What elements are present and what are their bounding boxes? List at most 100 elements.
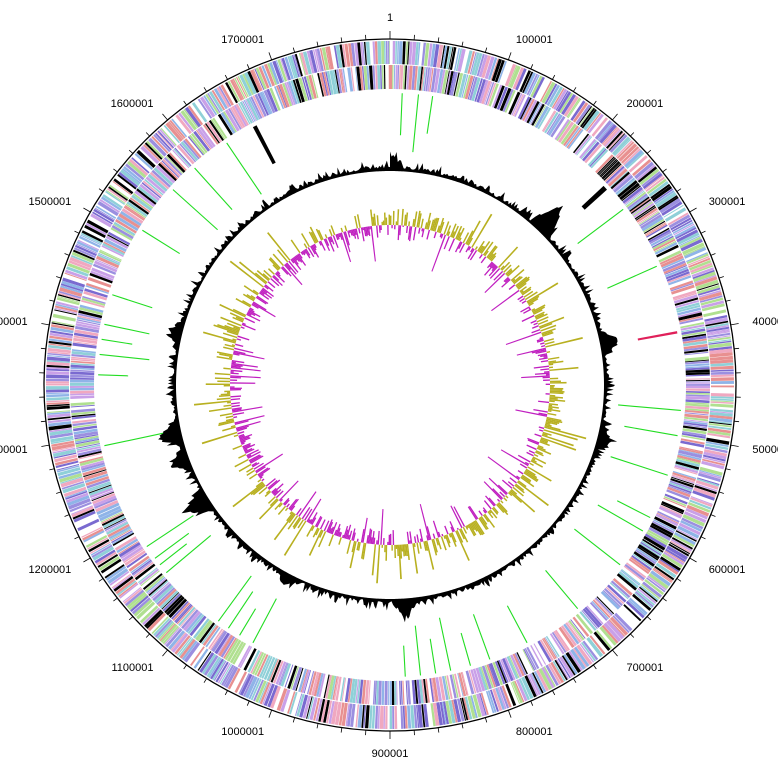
cds-gene bbox=[258, 66, 270, 89]
gc-skew-negative-bar bbox=[323, 520, 330, 532]
cds-gene bbox=[130, 595, 149, 613]
cds-gene bbox=[669, 542, 691, 555]
minor-tick bbox=[734, 347, 740, 350]
cds-gene bbox=[512, 67, 525, 90]
gc-skew-negative-bar bbox=[387, 541, 389, 545]
cds-gene bbox=[199, 126, 216, 148]
cds-gene bbox=[685, 378, 710, 380]
gc-skew-positive-bar bbox=[284, 507, 289, 512]
cds-gene bbox=[380, 65, 382, 90]
cds-gene bbox=[599, 626, 617, 646]
cds-gene bbox=[377, 65, 381, 90]
cds-gene bbox=[530, 103, 543, 125]
cds-gene bbox=[47, 411, 71, 416]
cds-gene bbox=[239, 74, 252, 97]
gc-skew-positive-bar bbox=[492, 506, 499, 514]
cds-gene bbox=[651, 235, 674, 249]
cds-gene bbox=[708, 340, 732, 345]
cds-gene bbox=[510, 654, 523, 678]
cds-gene bbox=[58, 470, 82, 480]
cds-gene bbox=[675, 530, 697, 542]
cds-gene bbox=[475, 667, 486, 692]
gc-skew-negative-bar bbox=[233, 351, 265, 360]
cds-gene bbox=[671, 284, 695, 295]
cds-gene bbox=[93, 495, 117, 507]
cds-gene bbox=[134, 190, 156, 208]
cds-gene bbox=[71, 413, 96, 418]
cds-gene bbox=[674, 531, 696, 546]
gc-skew-positive-bar bbox=[548, 360, 557, 363]
gc-skew-negative-bar bbox=[297, 253, 307, 266]
gc-skew-positive-bar bbox=[202, 331, 237, 343]
cds-gene bbox=[637, 210, 659, 224]
cds-gene bbox=[436, 702, 443, 726]
minor-tick bbox=[700, 536, 706, 540]
cds-gene bbox=[149, 171, 170, 190]
cds-gene bbox=[549, 86, 563, 108]
cds-gene bbox=[206, 121, 223, 143]
cds-gene bbox=[298, 52, 306, 76]
cds-gene bbox=[136, 601, 156, 620]
major-tick bbox=[83, 557, 91, 563]
cds-gene bbox=[81, 297, 106, 306]
cds-gene bbox=[195, 129, 212, 150]
cds-gene bbox=[678, 450, 703, 459]
gc-skew-positive-bar bbox=[274, 502, 282, 510]
cds-gene bbox=[648, 229, 671, 243]
cds-gene bbox=[580, 140, 598, 160]
cds-gene bbox=[455, 72, 464, 97]
gc-skew-negative-bar bbox=[267, 480, 278, 489]
cds-gene bbox=[608, 619, 626, 637]
cds-gene bbox=[682, 335, 707, 342]
cds-gene bbox=[598, 157, 616, 176]
gc-skew-negative-bar bbox=[409, 531, 413, 544]
gc-skew-positive-bar bbox=[417, 213, 422, 228]
cds-gene bbox=[247, 650, 261, 673]
cds-gene bbox=[319, 47, 326, 71]
gc-skew-positive-bar bbox=[303, 243, 308, 249]
cds-gene bbox=[625, 190, 645, 206]
cds-gene bbox=[709, 412, 733, 417]
cds-gene bbox=[251, 652, 265, 675]
cds-gene bbox=[436, 69, 444, 94]
cds-gene bbox=[676, 458, 700, 468]
cds-gene bbox=[93, 208, 115, 223]
position-label: 1700001 bbox=[221, 34, 264, 46]
cds-gene bbox=[75, 438, 100, 445]
gc-skew-negative-bar bbox=[323, 238, 331, 252]
cds-gene bbox=[126, 591, 146, 609]
gc-skew-negative-bar bbox=[243, 443, 256, 451]
cds-gene bbox=[227, 108, 242, 130]
gc-skew-positive-bar bbox=[549, 386, 554, 388]
cds-gene bbox=[80, 460, 105, 469]
cds-gene bbox=[628, 195, 649, 211]
cds-gene bbox=[85, 535, 108, 548]
cds-gene bbox=[113, 575, 134, 592]
cds-gene bbox=[52, 449, 77, 458]
gc-skew-negative-bar bbox=[459, 243, 466, 254]
gc-skew-negative-bar bbox=[261, 288, 268, 294]
cds-gene bbox=[614, 612, 633, 632]
cds-gene bbox=[259, 682, 271, 705]
cds-gene bbox=[439, 69, 446, 94]
cds-gene bbox=[609, 616, 629, 636]
cds-gene bbox=[638, 544, 660, 560]
cds-gene bbox=[75, 323, 100, 331]
cds-gene bbox=[678, 449, 703, 456]
gc-skew-negative-bar bbox=[275, 271, 281, 277]
cds-gene bbox=[686, 504, 710, 517]
cds-gene bbox=[395, 65, 398, 90]
gc-skew-negative-bar bbox=[352, 229, 357, 239]
cds-gene bbox=[681, 331, 706, 337]
cds-gene bbox=[199, 96, 216, 118]
cds-gene bbox=[694, 274, 717, 284]
cds-gene bbox=[157, 130, 175, 149]
cds-gene bbox=[604, 164, 623, 183]
gc-skew-positive-bar bbox=[232, 316, 244, 323]
rna-feature bbox=[429, 638, 437, 674]
cds-gene bbox=[77, 313, 102, 321]
gc-skew-negative-bar bbox=[351, 229, 355, 237]
cds-gene bbox=[672, 221, 694, 235]
cds-gene bbox=[163, 157, 183, 176]
cds-gene bbox=[580, 642, 597, 662]
